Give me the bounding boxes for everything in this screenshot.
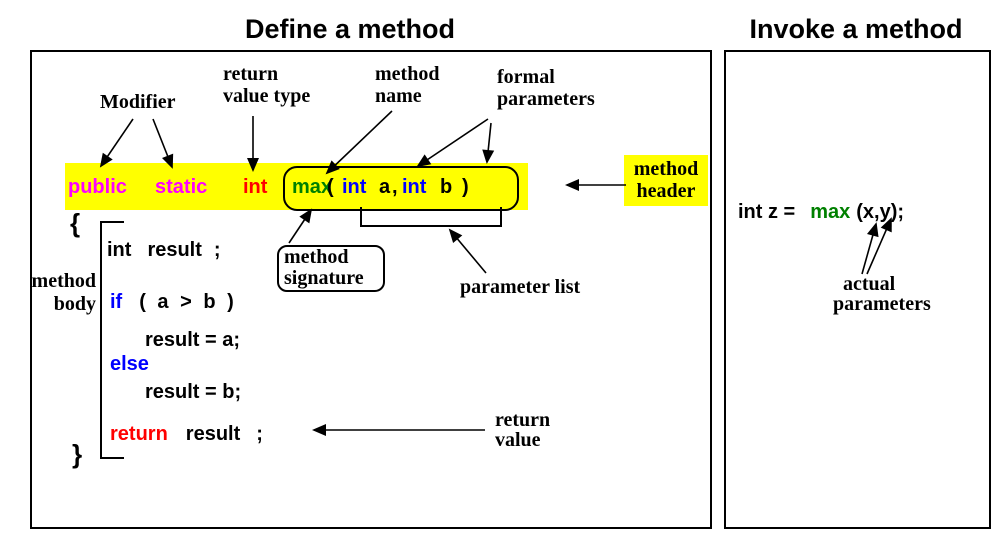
token-invoke-declaration: int z = <box>738 201 796 223</box>
token-return-semi: ; <box>256 423 263 445</box>
token-comma: , <box>392 176 398 198</box>
code-line-if: if ( a > b ) <box>110 291 234 313</box>
invoke-a-method-title: Invoke a method <box>749 14 963 44</box>
define-panel <box>30 50 712 529</box>
token-param1-name: a <box>379 176 391 198</box>
token-param2-type: int <box>402 176 427 198</box>
token-return: return <box>110 423 168 445</box>
token-paren-open: ( <box>327 176 334 198</box>
code-line-then: result = a; <box>145 329 241 351</box>
close-brace: } <box>72 439 83 469</box>
code-line-declaration: int result; <box>107 239 221 261</box>
token-param2-name: b <box>440 176 453 198</box>
actual-parameters-label: actual parameters <box>833 273 931 315</box>
formal-parameters-label: formal parameters <box>497 66 595 110</box>
method-body-bracket <box>100 221 124 459</box>
open-brace: { <box>70 208 81 238</box>
parameter-list-label: parameter list <box>460 276 581 298</box>
token-if-condition: ( a > b ) <box>139 291 234 313</box>
define-a-method-title: Define a method <box>244 14 456 44</box>
code-line-return: return result; <box>110 423 263 445</box>
token-invoke-method-name: max <box>810 201 851 223</box>
return-value-label: return value <box>495 409 551 451</box>
parameter-list-bracket <box>360 207 502 227</box>
token-static: static <box>155 176 208 198</box>
token-param1-type: int <box>342 176 367 198</box>
token-decl-semi: ; <box>213 239 221 261</box>
method-body-label: method body <box>31 270 96 315</box>
code-line-else-assign: result = b; <box>145 381 242 403</box>
token-decl-name: result <box>147 239 202 261</box>
code-line-else: else <box>110 353 149 375</box>
token-return-expr: result <box>185 423 241 445</box>
token-paren-close: ) <box>462 176 469 198</box>
invoke-panel <box>724 50 991 529</box>
method-signature-outline: max ( int a , int b ) <box>283 166 519 211</box>
method-signature-label: method signature <box>277 245 385 292</box>
method-name-label: method name <box>375 63 440 107</box>
token-if: if <box>110 291 123 313</box>
token-decl-type: int <box>107 239 132 261</box>
token-invoke-arguments: (x,y); <box>856 201 905 223</box>
invoke-statement: int z = max(x,y); <box>738 201 904 223</box>
method-header-label: method header <box>624 155 708 206</box>
token-public: public <box>68 176 127 198</box>
modifier-label: Modifier <box>100 91 176 113</box>
return-value-type-label: return value type <box>223 63 311 107</box>
token-return-type: int <box>243 176 268 198</box>
token-method-name: max <box>292 176 333 198</box>
